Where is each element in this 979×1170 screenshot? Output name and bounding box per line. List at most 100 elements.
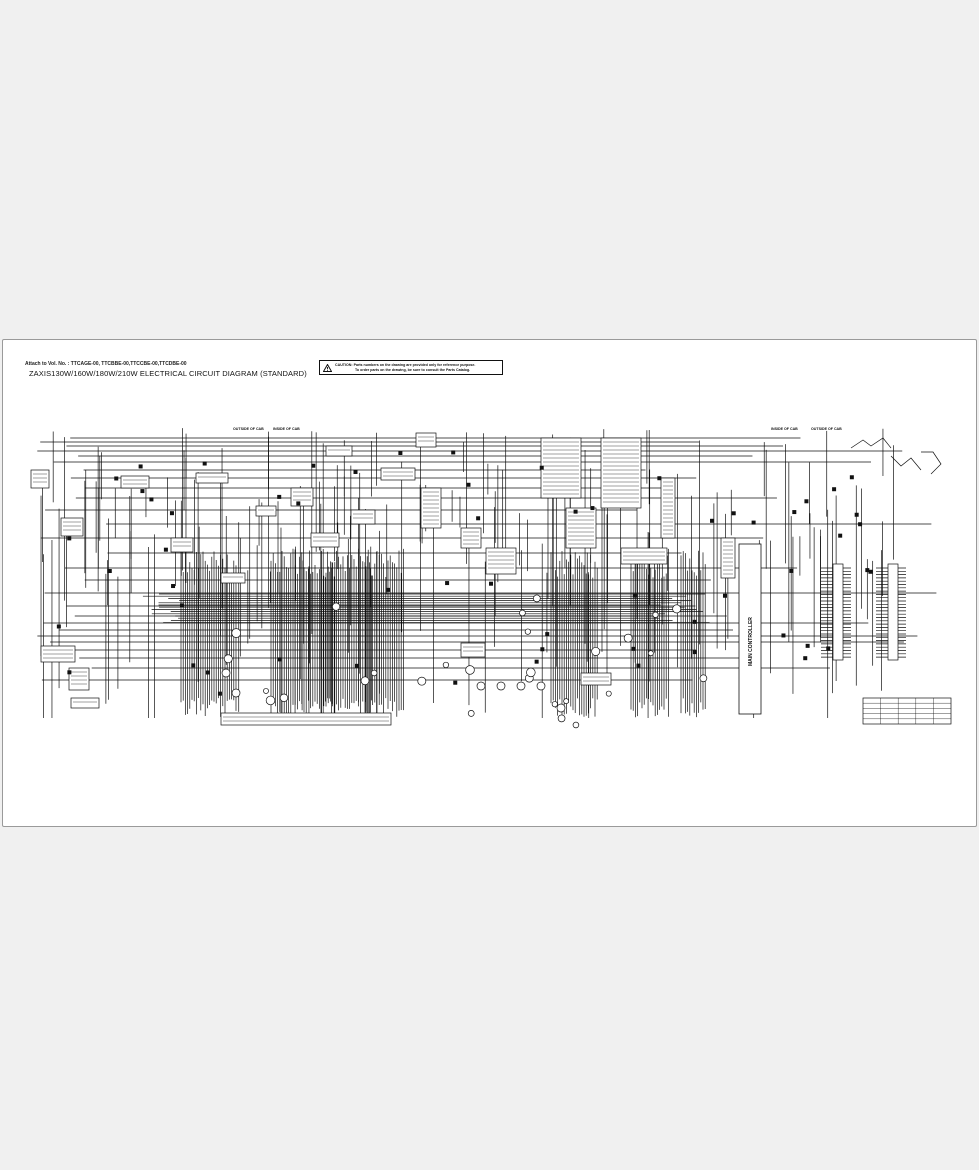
connector-pin	[56, 624, 61, 629]
connector-pin	[805, 643, 810, 648]
connector-pin	[868, 569, 873, 574]
component-box	[660, 477, 676, 539]
connector-pin	[311, 463, 316, 468]
component-box	[580, 672, 612, 686]
connector-pin	[140, 489, 145, 494]
sensor-symbol	[442, 661, 450, 669]
sensor-symbol	[605, 690, 612, 697]
main-controller-box	[738, 543, 762, 715]
connector-pin	[803, 656, 808, 661]
solenoid-symbol	[516, 681, 526, 691]
connector-pin	[804, 499, 809, 504]
solenoid-symbol	[536, 681, 546, 691]
connector-pin	[489, 581, 494, 586]
connector-pin	[386, 587, 391, 592]
sensor-symbol	[467, 710, 475, 717]
connector-pin	[453, 680, 458, 685]
connector-pin	[858, 522, 863, 527]
diagram-title: ZAXIS130W/160W/180W/210W ELECTRICAL CIRC…	[29, 369, 307, 378]
connector-pin	[838, 533, 843, 538]
connector-pin	[114, 476, 119, 481]
component-box	[540, 437, 582, 499]
sensor-symbol	[332, 602, 341, 611]
drawing-sheet: Attach to Vol. No. : TTCAGE-00, TTCBBE-0…	[2, 339, 977, 827]
sensor-symbol	[526, 667, 536, 678]
component-box	[195, 472, 229, 484]
connector-pin	[722, 593, 727, 598]
connector-pin	[865, 568, 870, 573]
connector-pin	[710, 518, 715, 523]
component-box	[30, 469, 50, 489]
sensor-symbol	[231, 628, 242, 638]
connector-pin	[191, 663, 196, 668]
sensor-symbol	[465, 665, 475, 675]
connector-pin	[545, 632, 550, 637]
component-box	[600, 437, 642, 509]
label-inside-of-cab-right: INSIDE OF CAB	[771, 427, 798, 431]
connector-pin	[171, 584, 176, 589]
solenoid-symbol	[496, 681, 506, 691]
sensor-symbol	[652, 611, 659, 618]
connector-pin	[632, 593, 637, 598]
sketch-line	[921, 451, 942, 475]
connector-pin	[353, 469, 358, 474]
solenoid-symbol	[476, 681, 486, 691]
connector-pin	[534, 659, 539, 664]
connector-pin	[445, 581, 450, 586]
connector-pin	[849, 475, 854, 480]
caution-text: CAUTION: Parts numbers on the drawing ar…	[335, 363, 475, 372]
component-box	[310, 532, 340, 548]
connector-pin	[107, 569, 112, 574]
connector-pin	[781, 633, 786, 638]
connector-pin	[277, 494, 282, 499]
connector-pin	[149, 497, 154, 502]
connector-pin	[540, 647, 545, 652]
connector-pin	[398, 451, 403, 456]
component-box	[460, 527, 482, 549]
component-box	[120, 475, 150, 489]
sensor-symbol	[551, 701, 558, 708]
solenoid-symbol	[231, 688, 241, 698]
label-outside-of-cab-left: OUTSIDE OF CAB	[233, 427, 264, 431]
connector-pin	[163, 547, 168, 552]
connector-pin	[590, 506, 595, 511]
sensor-symbol	[591, 646, 601, 656]
legend-table	[862, 697, 952, 725]
sensor-symbol	[557, 714, 566, 723]
caution-box: CAUTION: Parts numbers on the drawing ar…	[319, 360, 503, 375]
terminal-block	[887, 563, 899, 661]
sensor-symbol	[533, 594, 541, 603]
caution-line-2: To order parts on the drawing, be sure t…	[355, 367, 471, 372]
solenoid-symbol	[556, 703, 566, 713]
connector-pin	[451, 450, 456, 455]
connector-pin	[296, 501, 301, 506]
connector-pin	[792, 510, 797, 515]
label-inside-of-cab-left: INSIDE OF CAB	[273, 427, 300, 431]
sensor-symbol	[417, 676, 427, 686]
connector-pin	[205, 670, 210, 675]
connector-pin	[179, 603, 184, 608]
component-box	[380, 467, 416, 481]
connector-pin	[832, 487, 837, 492]
component-box	[70, 697, 100, 709]
terminal-block	[832, 563, 844, 661]
component-box	[220, 712, 392, 726]
label-outside-of-cab-right: OUTSIDE OF CAB	[811, 427, 842, 431]
connector-pin	[692, 619, 697, 624]
connector-pin	[789, 568, 794, 573]
sensor-symbol	[370, 669, 378, 677]
connector-pin	[731, 511, 736, 516]
connector-pin	[692, 650, 697, 655]
component-box	[460, 642, 486, 658]
connector-pin	[138, 464, 143, 469]
sensor-symbol	[360, 676, 370, 686]
connector-pin	[202, 461, 207, 466]
wiring-layer	[37, 428, 937, 718]
connector-pin	[539, 465, 544, 470]
component-box	[170, 537, 194, 553]
connector-pin	[573, 509, 578, 514]
connector-pin	[476, 516, 481, 521]
component-box	[350, 509, 376, 525]
connector-pin	[354, 663, 359, 668]
component-box	[415, 432, 437, 448]
